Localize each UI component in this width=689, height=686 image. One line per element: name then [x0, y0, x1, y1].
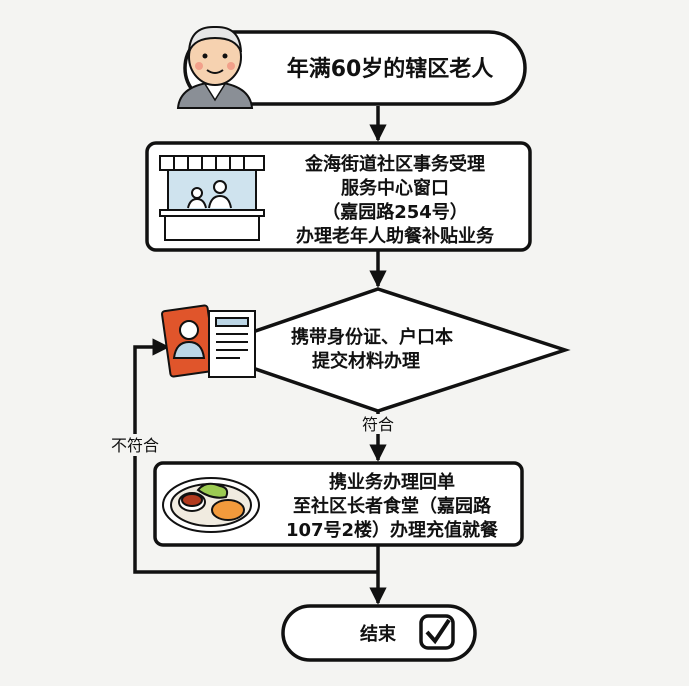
checkbox-check-icon	[419, 614, 455, 650]
step2-line-3: 107号2楼）办理充值就餐	[286, 519, 499, 541]
step2-line-1: 携业务办理回单	[329, 471, 455, 493]
id-documents-icon	[161, 304, 256, 378]
start-node: 年满60岁的辖区老人	[176, 25, 527, 109]
end-node: 结束	[281, 604, 477, 662]
step2-line-2: 至社区长者食堂（嘉园路	[293, 495, 492, 517]
step1-line-4: 办理老年人助餐补贴业务	[296, 225, 495, 247]
meal-plate-icon	[162, 477, 260, 533]
service-counter-icon	[159, 155, 265, 241]
step2-node: 携业务办理回单 至社区长者食堂（嘉园路 107号2楼）办理充值就餐	[153, 461, 524, 547]
step1-line-1: 金海街道社区事务受理	[304, 153, 485, 175]
start-label: 年满60岁的辖区老人	[287, 56, 494, 82]
end-label: 结束	[360, 623, 397, 645]
decision-line-2: 提交材料办理	[312, 350, 420, 372]
decision-line-1: 携带身份证、户口本	[291, 326, 453, 348]
step1-line-3: （嘉园路254号）	[322, 201, 468, 223]
edge-label-no: 不符合	[111, 436, 159, 455]
edge-label-yes: 符合	[362, 415, 394, 434]
elderly-man-icon	[176, 25, 254, 109]
decision-node: 携带身份证、户口本 提交材料办理	[161, 287, 571, 413]
step1-node: 金海街道社区事务受理 服务中心窗口 （嘉园路254号） 办理老年人助餐补贴业务	[145, 141, 532, 252]
arrow-no-loop	[133, 338, 378, 574]
step1-line-2: 服务中心窗口	[341, 177, 449, 199]
